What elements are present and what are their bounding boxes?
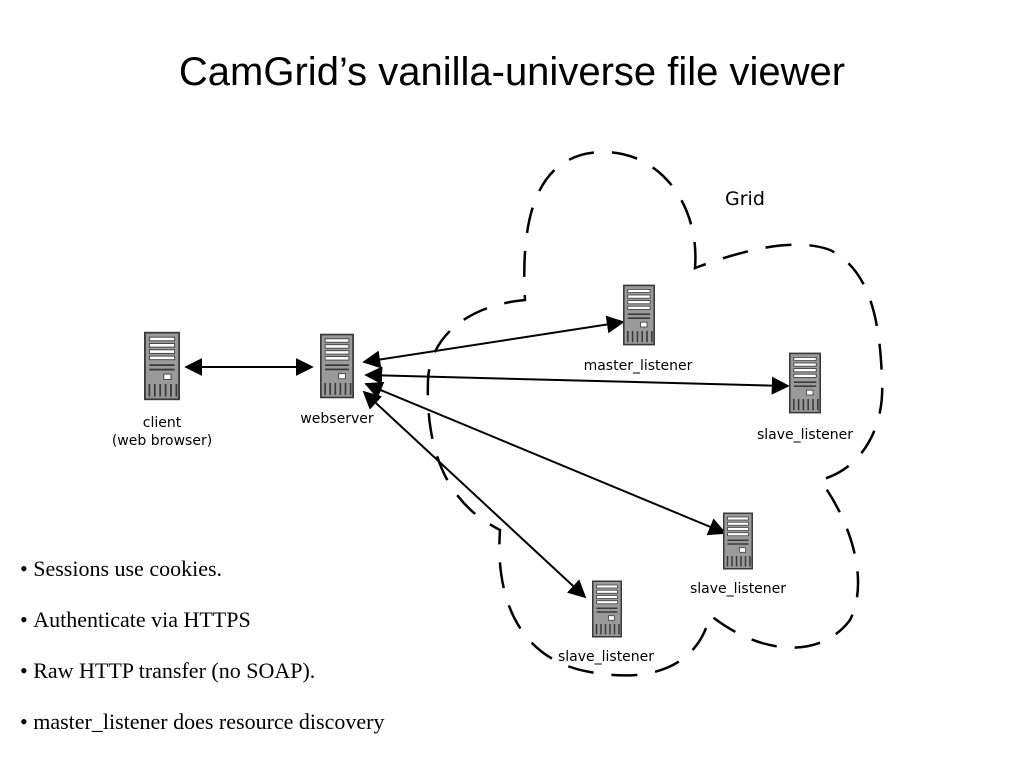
server-tower-icon [320,333,354,399]
arrow-webserver-slave-listener-3 [362,390,587,599]
server-tower-icon [623,284,655,346]
slave-listener-node-1: slave_listener [757,352,853,443]
server-tower-icon [723,512,753,570]
bullet-item: master_listener does resource discovery [20,709,384,760]
master-listener-label: master_listener [584,358,693,374]
master-listener-node: master_listener [584,284,693,374]
arrow-webserver-slave-listener-2 [364,381,727,536]
client-label: client [143,415,182,431]
webserver-node: webserver [300,333,374,427]
slave-listener-node-2: slave_listener [690,512,786,597]
slave-listener-label-2: slave_listener [690,581,786,597]
bullet-item: Raw HTTP transfer (no SOAP). [20,658,384,709]
bullet-list: Sessions use cookies. Authenticate via H… [20,556,384,760]
arrow-webserver-slave-listener-1 [364,366,790,395]
bullet-item: Sessions use cookies. [20,556,384,607]
arrow-webserver-master-listener [362,315,625,369]
slave-listener-label-1: slave_listener [757,427,853,443]
client-node: client (web browser) [112,331,212,449]
grid-label: Grid [725,188,765,210]
grid-boundary [426,150,884,677]
webserver-label: webserver [300,411,374,427]
slide-title: CamGrid’s vanilla-universe file viewer [178,50,846,94]
slave-listener-node-3: slave_listener [558,580,654,665]
slave-listener-label-3: slave_listener [558,649,654,665]
client-sublabel: (web browser) [112,433,212,449]
server-tower-icon [592,580,622,638]
bullet-item: Authenticate via HTTPS [20,607,384,658]
server-tower-icon [789,352,821,414]
server-tower-icon [144,331,180,401]
